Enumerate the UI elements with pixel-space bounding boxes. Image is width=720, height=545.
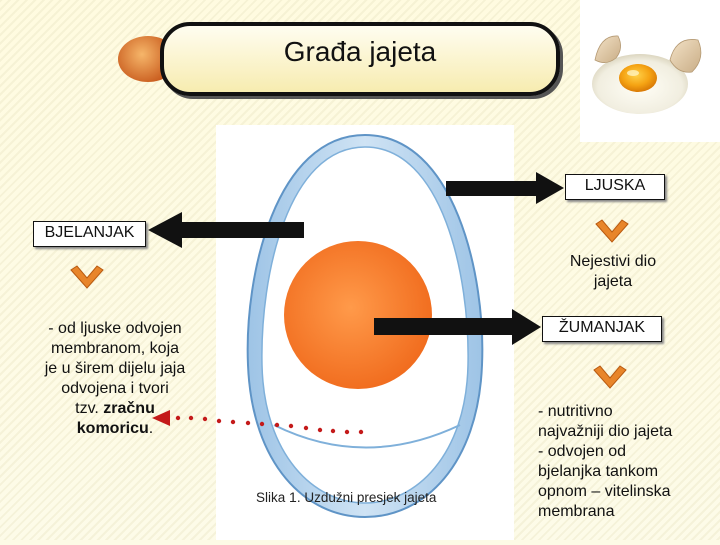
label-ljuska: LJUSKA xyxy=(565,174,665,200)
ljuska-description: Nejestivi dio jajeta xyxy=(569,253,657,290)
check-icon xyxy=(595,219,629,243)
page-title: Građa jajeta xyxy=(283,36,437,67)
label-bjelanjak: BJELANJAK xyxy=(33,221,146,247)
check-icon xyxy=(593,365,627,389)
bjelanjak-description: - od ljuske odvojen membranom, koja je u… xyxy=(44,320,186,437)
egg-cross-section-figure: Slika 1. Uzdužni presjek jajeta xyxy=(216,125,514,540)
label-zumanjak: ŽUMANJAK xyxy=(542,316,662,342)
egg-yolk xyxy=(284,241,432,389)
title-banner: Građa jajeta xyxy=(160,22,560,96)
air-cell-membrane xyxy=(273,424,461,449)
check-icon xyxy=(70,265,104,289)
zumanjak-description: - nutritivno najvažniji dio jajeta - odv… xyxy=(538,403,673,520)
figure-caption: Slika 1. Uzdužni presjek jajeta xyxy=(256,489,437,505)
cracked-egg-photo xyxy=(580,0,720,142)
